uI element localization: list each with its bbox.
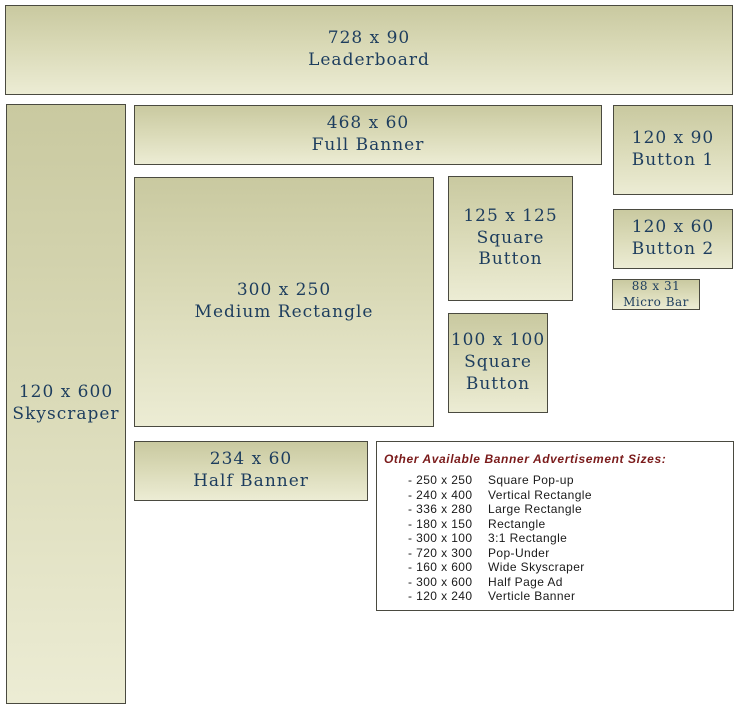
list-item-name: 3:1 Rectangle — [488, 531, 568, 545]
list-item-size: - 180 x 150 — [408, 516, 473, 531]
list-item-name: Square Pop-up — [488, 473, 574, 487]
list-item-size: - 160 x 600 — [408, 560, 473, 574]
square-button-125-banner: 125 x 125 Square Button — [448, 176, 573, 301]
leaderboard-banner: 728 x 90 Leaderboard — [5, 5, 733, 95]
list-item-size: - 300 x 100 — [408, 531, 473, 545]
skyscraper-banner: 120 x 600 Skyscraper — [6, 104, 126, 704]
list-item-name: Pop-Under — [488, 545, 550, 560]
full-banner-size: 468 x 60 — [326, 113, 410, 134]
medium-rectangle-name: Medium Rectangle — [194, 302, 374, 322]
square-button-100-name-line2: Button — [465, 373, 531, 394]
half-banner-size: 234 x 60 — [209, 449, 293, 470]
list-item-size: - 240 x 400 — [408, 487, 473, 502]
micro-bar-name: Micro Bar — [623, 294, 689, 309]
list-item: - 240 x 400 Vertical Rectangle — [408, 488, 592, 503]
list-item: - 250 x 250 Square Pop-up — [408, 473, 592, 488]
list-item-size: - 250 x 250 — [408, 473, 473, 487]
list-item: - 336 x 280 Large Rectangle — [408, 502, 592, 517]
full-banner: 468 x 60 Full Banner — [134, 105, 602, 165]
micro-bar-size: 88 x 31 — [631, 279, 681, 294]
button-1-name: Button 1 — [631, 150, 715, 170]
medium-rectangle-size: 300 x 250 — [236, 280, 332, 301]
skyscraper-name: Skyscraper — [12, 404, 120, 424]
square-button-100-banner: 100 x 100 Square Button — [448, 313, 548, 413]
button-1-size: 120 x 90 — [631, 128, 715, 149]
list-item-name: Wide Skyscraper — [488, 560, 585, 574]
list-item: - 160 x 600 Wide Skyscraper — [408, 560, 592, 575]
list-item-size: - 120 x 240 — [408, 589, 473, 603]
other-sizes-title: Other Available Banner Advertisement Siz… — [384, 452, 667, 466]
leaderboard-size: 728 x 90 — [327, 28, 411, 49]
other-sizes-panel: Other Available Banner Advertisement Siz… — [376, 441, 734, 611]
list-item-name: Rectangle — [488, 516, 546, 531]
leaderboard-name: Leaderboard — [308, 50, 430, 70]
list-item: - 720 x 300 Pop-Under — [408, 546, 592, 561]
list-item-size: - 336 x 280 — [408, 502, 473, 516]
skyscraper-size: 120 x 600 — [18, 382, 114, 403]
square-button-100-size: 100 x 100 — [450, 330, 546, 351]
button-2-size: 120 x 60 — [631, 217, 715, 238]
square-button-125-size: 125 x 125 — [463, 205, 558, 226]
square-button-100-name-line1: Square — [464, 352, 532, 373]
half-banner-name: Half Banner — [193, 471, 309, 491]
list-item: - 300 x 600 Half Page Ad — [408, 575, 592, 590]
square-button-125-name: Square Button — [476, 227, 545, 270]
micro-bar-banner: 88 x 31 Micro Bar — [612, 279, 700, 310]
button-2-banner: 120 x 60 Button 2 — [613, 209, 733, 269]
list-item: - 120 x 240 Verticle Banner — [408, 589, 592, 604]
list-item-name: Verticle Banner — [488, 589, 576, 603]
medium-rectangle-banner: 300 x 250 Medium Rectangle — [134, 177, 434, 427]
button-1-banner: 120 x 90 Button 1 — [613, 105, 733, 195]
list-item-name: Vertical Rectangle — [488, 487, 592, 502]
full-banner-name: Full Banner — [311, 135, 425, 155]
half-banner: 234 x 60 Half Banner — [134, 441, 368, 501]
list-item-name: Half Page Ad — [488, 574, 563, 589]
list-item-size: - 300 x 600 — [408, 574, 473, 589]
button-2-name: Button 2 — [631, 239, 715, 259]
list-item-size: - 720 x 300 — [408, 545, 473, 560]
list-item-name: Large Rectangle — [488, 502, 583, 516]
list-item: - 300 x 100 3:1 Rectangle — [408, 531, 592, 546]
list-item: - 180 x 150 Rectangle — [408, 517, 592, 532]
